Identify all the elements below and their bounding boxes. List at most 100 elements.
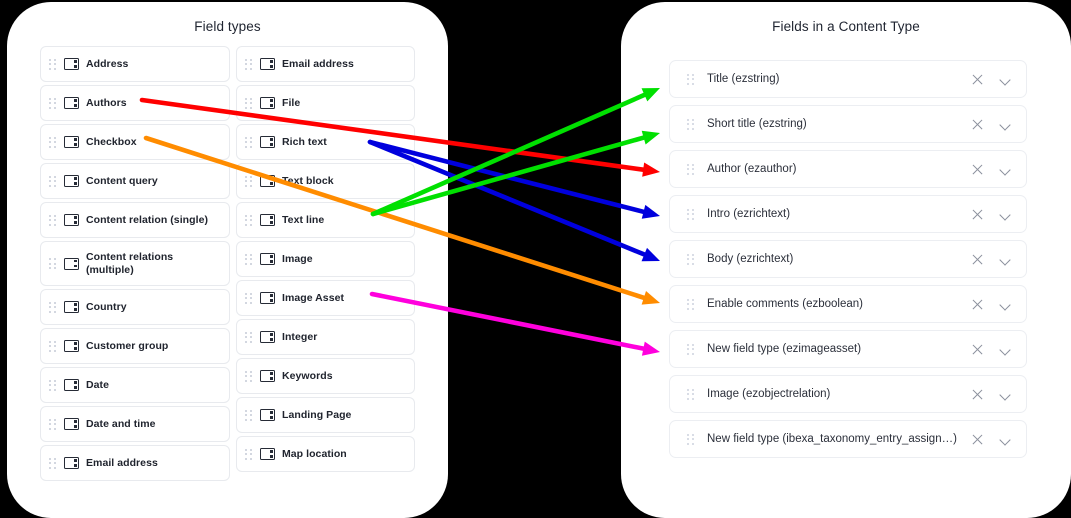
drag-handle-icon[interactable] xyxy=(245,253,252,265)
field-type-icon xyxy=(64,301,79,313)
drag-handle-icon[interactable] xyxy=(245,448,252,460)
chevron-down-icon[interactable] xyxy=(998,432,1013,447)
drag-handle-icon[interactable] xyxy=(49,418,56,430)
drag-handle-icon[interactable] xyxy=(245,331,252,343)
drag-handle-icon[interactable] xyxy=(49,136,56,148)
field-type-card[interactable]: Content query xyxy=(40,163,230,199)
field-type-card[interactable]: Landing Page xyxy=(236,397,415,433)
drag-handle-icon[interactable] xyxy=(687,343,694,355)
field-type-icon xyxy=(64,418,79,430)
field-type-card[interactable]: Image xyxy=(236,241,415,277)
field-type-card[interactable]: Image Asset xyxy=(236,280,415,316)
field-type-card[interactable]: Content relations (multiple) xyxy=(40,241,230,286)
chevron-down-icon[interactable] xyxy=(998,117,1013,132)
drag-handle-icon[interactable] xyxy=(687,253,694,265)
close-icon[interactable] xyxy=(970,387,985,402)
field-type-label: Content relation (single) xyxy=(86,213,208,226)
field-type-label: Country xyxy=(86,300,127,313)
drag-handle-icon[interactable] xyxy=(49,214,56,226)
field-type-card[interactable]: Customer group xyxy=(40,328,230,364)
field-type-card[interactable]: Content relation (single) xyxy=(40,202,230,238)
field-type-label: Integer xyxy=(282,330,318,343)
field-type-card[interactable]: Date xyxy=(40,367,230,403)
field-type-icon xyxy=(64,379,79,391)
drag-handle-icon[interactable] xyxy=(245,214,252,226)
field-type-icon xyxy=(260,58,275,70)
field-type-icon xyxy=(260,370,275,382)
drag-handle-icon[interactable] xyxy=(687,163,694,175)
content-type-field-row[interactable]: Author (ezauthor) xyxy=(669,150,1027,188)
content-type-field-row[interactable]: Short title (ezstring) xyxy=(669,105,1027,143)
field-type-card[interactable]: Integer xyxy=(236,319,415,355)
content-type-field-row[interactable]: Body (ezrichtext) xyxy=(669,240,1027,278)
chevron-down-icon[interactable] xyxy=(998,297,1013,312)
close-icon[interactable] xyxy=(970,432,985,447)
field-type-card[interactable]: Country xyxy=(40,289,230,325)
content-type-field-list: Title (ezstring) Short title (ezstring) Au… xyxy=(669,60,1027,465)
close-icon[interactable] xyxy=(970,252,985,267)
drag-handle-icon[interactable] xyxy=(49,258,56,269)
field-type-card[interactable]: Date and time xyxy=(40,406,230,442)
close-icon[interactable] xyxy=(970,342,985,357)
field-type-icon xyxy=(260,448,275,460)
content-type-field-actions xyxy=(970,432,1013,447)
field-type-card[interactable]: Address xyxy=(40,46,230,82)
drag-handle-icon[interactable] xyxy=(687,73,694,85)
content-type-fields-title: Fields in a Content Type xyxy=(772,19,920,34)
close-icon[interactable] xyxy=(970,207,985,222)
drag-handle-icon[interactable] xyxy=(245,292,252,304)
field-type-card[interactable]: Checkbox xyxy=(40,124,230,160)
chevron-down-icon[interactable] xyxy=(998,252,1013,267)
content-type-field-row[interactable]: Title (ezstring) xyxy=(669,60,1027,98)
drag-handle-icon[interactable] xyxy=(49,175,56,187)
field-type-label: Content relations (multiple) xyxy=(86,250,174,276)
field-type-card[interactable]: Keywords xyxy=(236,358,415,394)
drag-handle-icon[interactable] xyxy=(245,58,252,70)
drag-handle-icon[interactable] xyxy=(49,97,56,109)
drag-handle-icon[interactable] xyxy=(245,136,252,148)
drag-handle-icon[interactable] xyxy=(687,388,694,400)
drag-handle-icon[interactable] xyxy=(49,340,56,352)
content-type-field-label: Short title (ezstring) xyxy=(707,118,807,130)
content-type-field-row[interactable]: Image (ezobjectrelation) xyxy=(669,375,1027,413)
content-type-field-label: New field type (ezimageasset) xyxy=(707,343,862,355)
field-type-card[interactable]: Authors xyxy=(40,85,230,121)
field-type-card[interactable]: Text line xyxy=(236,202,415,238)
chevron-down-icon[interactable] xyxy=(998,207,1013,222)
content-type-field-row[interactable]: Intro (ezrichtext) xyxy=(669,195,1027,233)
drag-handle-icon[interactable] xyxy=(687,208,694,220)
content-type-field-actions xyxy=(970,72,1013,87)
drag-handle-icon[interactable] xyxy=(49,58,56,70)
close-icon[interactable] xyxy=(970,162,985,177)
field-type-label: Authors xyxy=(86,96,127,109)
content-type-field-row[interactable]: New field type (ezimageasset) xyxy=(669,330,1027,368)
field-type-label: Checkbox xyxy=(86,135,137,148)
field-type-card[interactable]: Email address xyxy=(236,46,415,82)
close-icon[interactable] xyxy=(970,117,985,132)
field-types-title: Field types xyxy=(194,19,261,34)
drag-handle-icon[interactable] xyxy=(245,370,252,382)
content-type-field-row[interactable]: New field type (ibexa_taxonomy_entry_ass… xyxy=(669,420,1027,458)
close-icon[interactable] xyxy=(970,297,985,312)
chevron-down-icon[interactable] xyxy=(998,162,1013,177)
drag-handle-icon[interactable] xyxy=(245,97,252,109)
drag-handle-icon[interactable] xyxy=(687,433,694,445)
field-type-card[interactable]: File xyxy=(236,85,415,121)
close-icon[interactable] xyxy=(970,72,985,87)
drag-handle-icon[interactable] xyxy=(687,298,694,310)
chevron-down-icon[interactable] xyxy=(998,387,1013,402)
drag-handle-icon[interactable] xyxy=(49,379,56,391)
chevron-down-icon[interactable] xyxy=(998,342,1013,357)
field-type-card[interactable]: Text block xyxy=(236,163,415,199)
drag-handle-icon[interactable] xyxy=(49,301,56,313)
drag-handle-icon[interactable] xyxy=(49,457,56,469)
drag-handle-icon[interactable] xyxy=(245,175,252,187)
field-type-card[interactable]: Map location xyxy=(236,436,415,472)
chevron-down-icon[interactable] xyxy=(998,72,1013,87)
field-type-card[interactable]: Email address xyxy=(40,445,230,481)
field-type-card[interactable]: Rich text xyxy=(236,124,415,160)
drag-handle-icon[interactable] xyxy=(245,409,252,421)
drag-handle-icon[interactable] xyxy=(687,118,694,130)
content-type-field-row[interactable]: Enable comments (ezboolean) xyxy=(669,285,1027,323)
